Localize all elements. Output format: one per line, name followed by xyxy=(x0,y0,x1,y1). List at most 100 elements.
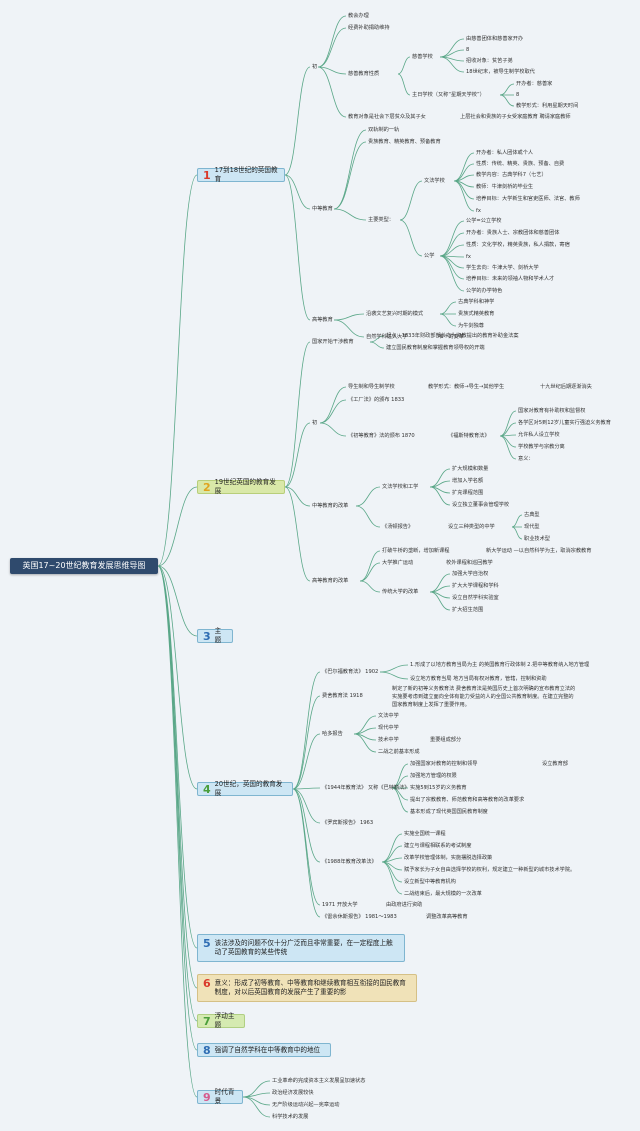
node[interactable]: 唯一的变革 xyxy=(438,334,464,340)
node[interactable]: 校外课程和巡回教学 xyxy=(446,560,493,566)
node[interactable]: 教会办理 xyxy=(348,13,369,19)
node[interactable]: 设立自然学科实验室 xyxy=(452,595,499,601)
node[interactable]: 《1988年教育改革法》 xyxy=(322,859,377,865)
node[interactable]: 由政府进行资助 xyxy=(386,902,423,908)
node[interactable]: 培养目标：大学新生和官吏医师、法官、教师 xyxy=(476,196,580,202)
node[interactable]: 建立国民教育制度和掌握教育领导权的开端 xyxy=(386,345,485,351)
node[interactable]: 双轨制的一轨 xyxy=(368,127,400,133)
main-topic-1[interactable]: 1 17到18世纪的英国教育 xyxy=(197,166,285,183)
node[interactable]: 培养目标：未来的领袖人物和学术人才 xyxy=(466,276,555,282)
node[interactable]: 开办者：贵族人士、宗教团体和慈善团体 xyxy=(466,230,560,236)
node[interactable]: 教学形式：利用星期天时间 xyxy=(516,103,579,109)
node[interactable]: 设立地方教育当局 地方当局有权对教育，管辖，控制和资助 xyxy=(410,676,547,682)
node[interactable]: 《罗宾斯报告》 1963 xyxy=(322,820,374,826)
node[interactable]: 中等教育的改革 xyxy=(312,503,349,509)
node[interactable]: 哈多报告 xyxy=(322,731,343,737)
node[interactable]: 基本形成了现代英国国民教育制度 xyxy=(410,809,488,815)
node[interactable]: 慈善学校 xyxy=(412,54,433,60)
node[interactable]: 贵族式精英教育 xyxy=(458,311,495,317)
node[interactable]: 贵族教育、精英教育、预备教育 xyxy=(368,139,441,145)
root-topic[interactable]: 英国17~20世纪教育发展思维导图 xyxy=(10,558,158,574)
node[interactable]: 科学技术的发展 xyxy=(272,1114,309,1120)
node[interactable]: 设立三种类型的中学 xyxy=(448,524,495,530)
node[interactable]: 《初等教育》法的颁布 1870 xyxy=(348,433,415,439)
node[interactable]: 由慈善团体和慈善家开办 xyxy=(466,36,524,42)
node[interactable]: 1.形成了以地方教育当局为主 的英国教育行政体制 2.把中等教育纳入地方管理 xyxy=(410,662,590,668)
node[interactable]: 二战结束后，最大规模的一次改革 xyxy=(404,891,482,897)
node[interactable]: 高等教育 xyxy=(312,317,333,323)
node[interactable]: 改革学校管理体制，实施摆脱选择政策 xyxy=(404,855,493,861)
node[interactable]: 实施要考虑到建立面向全体有能力受益的人的全国公共教育制度。在建立完整的 xyxy=(392,694,574,700)
node[interactable]: 设立新型中等教育机构 xyxy=(404,879,456,885)
node[interactable]: 《1944年教育法》 又称《巴特勒法》 xyxy=(322,785,410,791)
node[interactable]: 教学内容：古典学科7（七艺） xyxy=(476,172,547,178)
node[interactable]: 主要类型： xyxy=(368,217,394,223)
node[interactable]: 1971 开放大学 xyxy=(322,902,358,908)
main-topic-4[interactable]: 4 20世纪，英国的教育发展 xyxy=(197,780,293,797)
node[interactable]: 文法学校 xyxy=(424,178,445,184)
main-topic-8[interactable]: 8 强调了自然学科在中等教育中的地位 xyxy=(197,1043,331,1057)
node[interactable]: 《汤顿报告》 xyxy=(382,524,414,530)
node[interactable]: 沿袭文艺复兴时期的模式 xyxy=(366,311,424,317)
node[interactable]: 公学的办学特色 xyxy=(466,288,503,294)
node[interactable]: 提出了宗教教育、师范教育和高等教育的改革要求 xyxy=(410,797,525,803)
node[interactable]: 上层社会和贵族的子女受家庭教育 聘请家庭教师 xyxy=(460,114,571,120)
node[interactable]: 政治经济发展较快 xyxy=(272,1090,314,1096)
node[interactable]: 中等教育 xyxy=(312,206,333,212)
node[interactable]: 古典学科和神学 xyxy=(458,299,495,305)
node[interactable]: 经费补助捐助维持 xyxy=(348,25,390,31)
node[interactable]: 增加入学名额 xyxy=(452,478,484,484)
node[interactable]: 费舍教育法 1918 xyxy=(322,693,363,699)
node[interactable]: 《雷余休斯报告》 1981～1983 xyxy=(322,914,397,920)
node[interactable]: 传统大学的改革 xyxy=(382,589,419,595)
node[interactable]: 《福斯特教育法》 xyxy=(448,433,490,439)
node[interactable]: 国家对教育有补助权和监督权 xyxy=(518,408,586,414)
node[interactable]: 8 xyxy=(466,47,470,53)
node[interactable]: 扩大规模和数量 xyxy=(452,466,489,472)
node[interactable]: 18世纪末，被导生制学校取代 xyxy=(466,69,535,75)
node[interactable]: 文法学校和工学 xyxy=(382,484,419,490)
node[interactable]: 性质：文化学校，精英贵族，私人捐款，寄宿 xyxy=(466,242,570,248)
node[interactable]: 公学 xyxy=(424,253,435,259)
node[interactable]: 《巴尔福教育法》 1902 xyxy=(322,669,379,675)
node[interactable]: 自然学科进入大学 xyxy=(366,334,408,340)
node[interactable]: 开办者：私人团体或个人 xyxy=(476,150,534,156)
main-topic-5[interactable]: 5 该法涉及的问题不仅十分广泛而且非常重要，在一定程度上触动了英国教育的某些传统 xyxy=(197,934,405,962)
node[interactable]: 8 xyxy=(516,92,520,98)
node[interactable]: 教学形式：教师→导生→其他学生 xyxy=(428,384,505,390)
node[interactable]: 为牛剑独尊 xyxy=(458,323,484,329)
node[interactable]: 现代中学 xyxy=(378,725,399,731)
node[interactable]: 国家教育制度上发挥了重要作用。 xyxy=(392,702,470,708)
node[interactable]: 性质：传统、精英、贵族、预备、自费 xyxy=(476,161,565,167)
node[interactable]: 加强国家对教育的控制和领导 xyxy=(410,761,478,767)
node[interactable]: 职业技术型 xyxy=(524,536,550,542)
node[interactable]: 公学=公立学校 xyxy=(466,218,502,224)
node[interactable]: 高等教育的改革 xyxy=(312,578,349,584)
node[interactable]: 《工厂法》的颁布 1833 xyxy=(348,397,405,403)
node[interactable]: 初 xyxy=(312,420,318,426)
main-topic-2[interactable]: 2 19世纪英国的教育发展 xyxy=(197,478,285,495)
node[interactable]: 赋予家长为子女自由选择学校的权利，规定建立一种新型的城市技术学院。 xyxy=(404,867,576,873)
node[interactable]: 学生去向：牛津大学、剑桥大学 xyxy=(466,265,539,271)
node[interactable]: 建立与课程相联系的考试制度 xyxy=(404,843,472,849)
main-topic-6[interactable]: 6 意义：形成了初等教育、中等教育和继续教育相互衔接的国民教育制度，对以后英国教… xyxy=(197,974,417,1002)
node[interactable]: 学校教学与宗教分离 xyxy=(518,444,565,450)
node[interactable]: 实施全国统一课程 xyxy=(404,831,446,837)
node[interactable]: 慈善教育性质 xyxy=(348,71,380,77)
node[interactable]: 二战之前基本形成 xyxy=(378,749,420,755)
main-topic-3[interactable]: 3 主题 xyxy=(197,627,233,644)
node[interactable]: 意义： xyxy=(518,456,534,462)
main-topic-9[interactable]: 9 时代背景 xyxy=(197,1088,243,1105)
node[interactable]: 初 xyxy=(312,64,318,70)
node[interactable]: fx xyxy=(476,208,481,214)
node[interactable]: 重要组成部分 xyxy=(430,737,462,743)
node[interactable]: 国家开始干涉教育 xyxy=(312,339,354,345)
node[interactable]: 设立教育部 xyxy=(542,761,568,767)
node[interactable]: 现代型 xyxy=(524,524,540,530)
node[interactable]: 无产阶级运动兴起—宪章运动 xyxy=(272,1102,340,1108)
node[interactable]: 文法中学 xyxy=(378,713,399,719)
node[interactable]: 打破牛桥的垄断，增加新课程 xyxy=(382,548,450,554)
node[interactable]: 教育对象是社会下层贫众及其子女 xyxy=(348,114,426,120)
node[interactable]: 导生制和导生制学校 xyxy=(348,384,395,390)
node[interactable]: 调整改革高等教育 xyxy=(426,914,468,920)
